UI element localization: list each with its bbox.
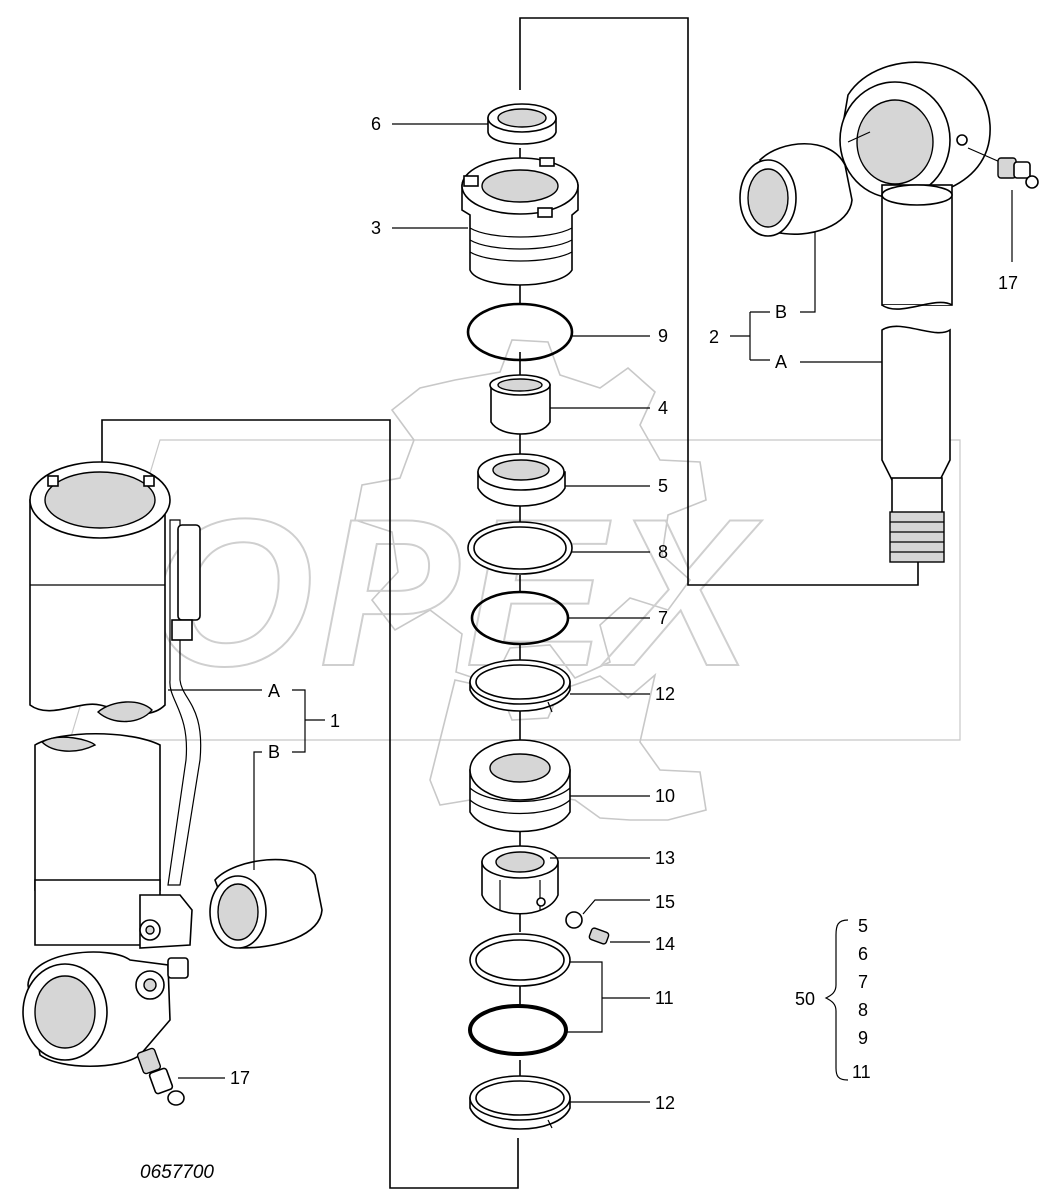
callout-9: 9 (658, 326, 668, 346)
callout-15: 15 (655, 892, 675, 912)
callout-3: 3 (371, 218, 381, 238)
part-12-wear-ring-b (469, 1075, 571, 1130)
callout-11: 11 (655, 988, 674, 1008)
callout-7: 7 (658, 608, 668, 628)
callout-12a: 12 (655, 684, 675, 704)
grease-fitting-left (136, 1047, 185, 1106)
callout-10: 10 (655, 786, 675, 806)
kit-50: 50 5 6 7 8 9 11 (795, 916, 871, 1082)
part-13-nut (481, 845, 559, 915)
callout-2-b: B (775, 302, 787, 322)
watermark: OPEX (69, 339, 961, 821)
kit-item-2: 7 (858, 972, 868, 992)
part-4-bushing (489, 374, 551, 435)
callout-4: 4 (658, 398, 668, 418)
callout-12b: 12 (655, 1093, 675, 1113)
kit-item-4: 9 (858, 1028, 868, 1048)
cylinder-tube-assembly (22, 461, 325, 1106)
drawing-number: 0657700 (140, 1162, 214, 1183)
watermark-text: OPEX (150, 475, 762, 710)
kit-item-5: 11 (852, 1062, 871, 1082)
callout-2-a: A (775, 352, 787, 372)
callout-14: 14 (655, 934, 675, 954)
callout-1-a: A (268, 681, 280, 701)
part-3-gland (461, 157, 579, 286)
part-12-wear-ring-a (469, 659, 571, 713)
callout-13: 13 (655, 848, 675, 868)
kit-item-0: 5 (858, 916, 868, 936)
kit-number: 50 (795, 989, 815, 1009)
part-15-ball (565, 911, 583, 929)
callout-2: 2 (709, 327, 719, 347)
kit-item-1: 6 (858, 944, 868, 964)
seal-stack (461, 103, 610, 1130)
part-9-o-ring (466, 302, 574, 362)
part-11-seal-pair (468, 933, 571, 1056)
part-14-set-screw (588, 927, 610, 945)
callout-17-right: 17 (998, 273, 1018, 293)
piston-rod-assembly (730, 61, 1039, 563)
callout-8: 8 (658, 542, 668, 562)
part-6-dust-seal (487, 103, 557, 145)
callout-17-left: 17 (230, 1068, 250, 1088)
callout-labels: 6 3 9 4 5 8 7 12 10 13 15 14 11 12 17 17… (230, 114, 1018, 1113)
connector-lines (101, 17, 919, 1189)
part-10-piston (469, 739, 571, 833)
callout-1: 1 (330, 711, 340, 731)
callout-1-b: B (268, 742, 280, 762)
callout-5: 5 (658, 476, 668, 496)
callout-6: 6 (371, 114, 381, 134)
part-5-seal (477, 453, 566, 507)
kit-item-3: 8 (858, 1000, 868, 1020)
part-8-backup-ring (467, 521, 573, 575)
bushing-b-left (209, 858, 323, 949)
leader-lines (392, 123, 650, 1103)
grease-fitting-right (967, 147, 1039, 189)
